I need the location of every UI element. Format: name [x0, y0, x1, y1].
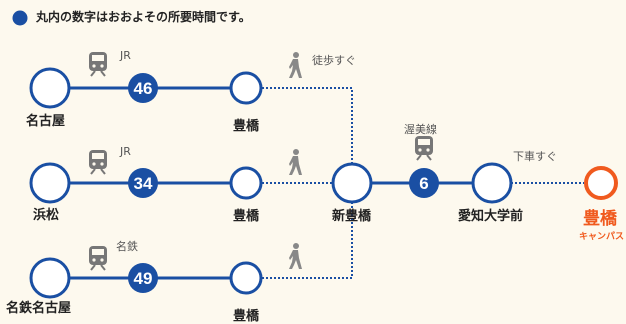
station-label-toyohashi-3: 豊橋	[233, 309, 260, 324]
line-label-jr-1: JR	[120, 49, 131, 62]
station-toyohashi-node-2	[229, 166, 263, 200]
walking-person-icon	[289, 52, 302, 78]
line-label-meitetsu: 名鉄	[116, 240, 138, 253]
time-value-atsumi: 6	[419, 174, 428, 193]
train-icon	[88, 245, 108, 271]
station-label-nagoya: 名古屋	[26, 114, 66, 129]
station-nagoya-node	[29, 67, 71, 109]
walking-person-icon	[289, 243, 302, 269]
walk-note-campus: 下車すぐ	[513, 150, 557, 163]
station-label-meitetsu-nagoya: 名鉄名古屋	[6, 301, 72, 316]
station-hamamatsu-node	[29, 162, 71, 204]
walking-person-icon	[289, 149, 302, 175]
circle-bullet-icon	[12, 10, 28, 26]
train-icon	[88, 51, 108, 77]
time-value-meitetsu: 49	[134, 269, 153, 288]
station-label-toyohashi-1: 豊橋	[233, 119, 260, 134]
time-badge-meitetsu	[128, 263, 158, 293]
destination-label: 豊橋	[583, 209, 617, 229]
station-label-toyohashi-2: 豊橋	[233, 209, 260, 224]
station-toyohashi-node-3	[229, 261, 263, 295]
station-meitetsu-nagoya-node	[29, 257, 71, 299]
legend-text: 丸内の数字はおおよその所要時間です。	[36, 10, 251, 24]
time-value-nagoya: 46	[134, 79, 153, 98]
walk-connector-bottom	[262, 202, 353, 279]
station-toyohashi-node-1	[229, 71, 263, 105]
station-label-hamamatsu: 浜松	[33, 208, 60, 223]
station-label-shin-toyohashi: 新豊橋	[332, 209, 372, 224]
campus-destination-node	[584, 166, 618, 200]
destination-sublabel: キャンパス	[579, 232, 625, 242]
time-badge-nagoya	[128, 73, 158, 103]
walk-connector-top	[262, 87, 353, 164]
time-badge-atsumi	[409, 168, 439, 198]
walk-note-toyohashi: 徒歩すぐ	[312, 54, 356, 67]
station-shin-toyohashi-node	[331, 162, 373, 204]
line-label-atsumi: 渥美線	[404, 123, 437, 136]
station-aichi-univ-mae-node	[471, 162, 513, 204]
time-badge-hamamatsu	[128, 168, 158, 198]
time-value-hamamatsu: 34	[134, 174, 153, 193]
train-icon	[414, 135, 434, 161]
line-label-jr-2: JR	[120, 145, 131, 158]
station-label-aichi-univ-mae: 愛知大学前	[458, 209, 524, 224]
train-icon	[88, 149, 108, 175]
